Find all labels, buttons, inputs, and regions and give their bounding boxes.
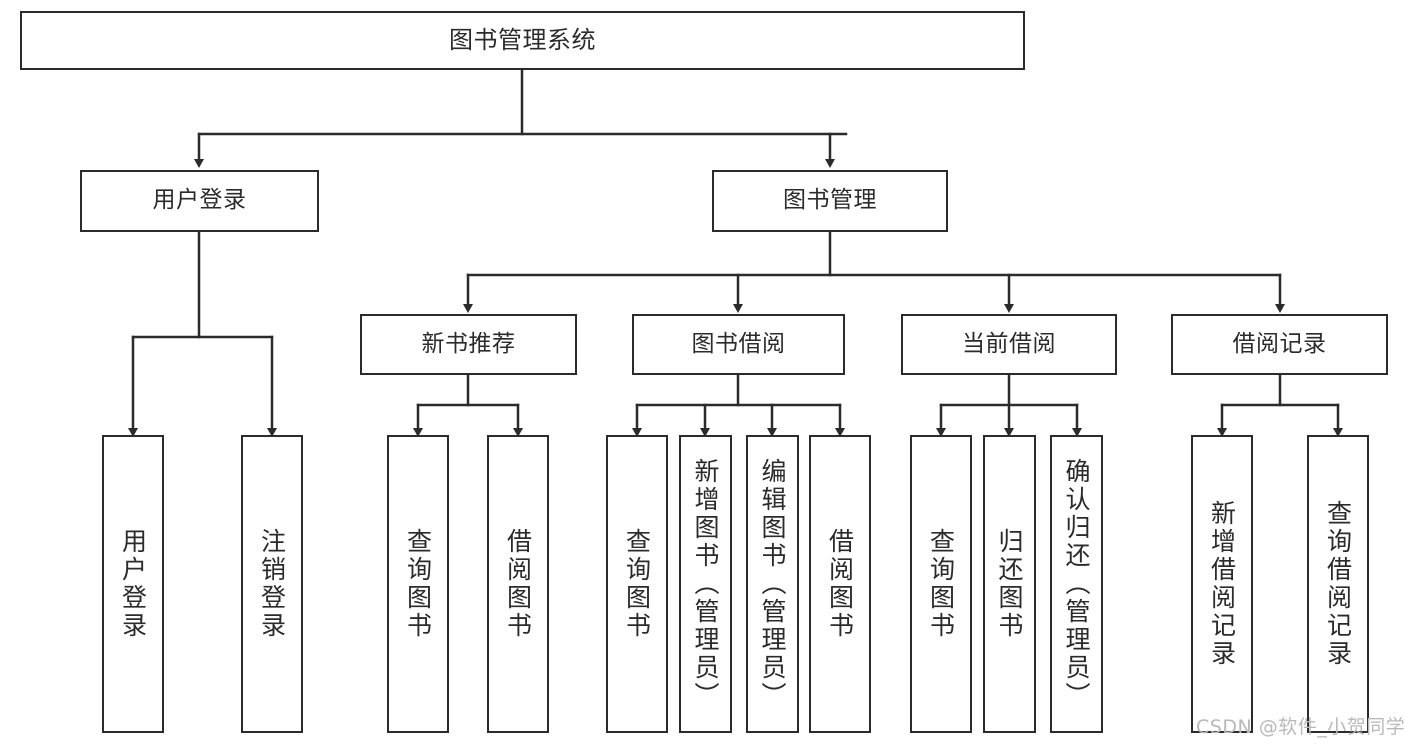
watermark: CSDN @软件_小贺同学 <box>1196 716 1405 738</box>
node-label: 图书管理 <box>783 187 877 214</box>
node-current-borrow[interactable]: 当前借阅 <box>901 314 1117 375</box>
node-label: 归还图书 <box>995 528 1024 640</box>
node-book-management[interactable]: 图书管理 <box>712 170 948 232</box>
node-label: 查询图书 <box>403 528 433 640</box>
node-leaf-query-book-borrow[interactable]: 查询图书 <box>606 435 668 733</box>
node-label: 编辑图书（管理员） <box>758 458 787 710</box>
node-borrow-record[interactable]: 借阅记录 <box>1171 314 1388 375</box>
node-book-borrow[interactable]: 图书借阅 <box>632 314 845 375</box>
node-leaf-edit-book-admin[interactable]: 编辑图书（管理员） <box>746 435 799 733</box>
node-leaf-logout[interactable]: 注销登录 <box>241 435 303 733</box>
node-leaf-query-book-recommend[interactable]: 查询图书 <box>387 435 449 733</box>
node-leaf-confirm-return-admin[interactable]: 确认归还（管理员） <box>1050 435 1103 733</box>
node-label: 图书借阅 <box>691 330 786 357</box>
node-leaf-add-book-admin[interactable]: 新增图书（管理员） <box>679 435 732 733</box>
node-leaf-add-borrow-record[interactable]: 新增借阅记录 <box>1191 435 1253 733</box>
node-label: 新增图书（管理员） <box>691 458 720 710</box>
node-user-login[interactable]: 用户登录 <box>80 170 319 232</box>
node-label: 图书管理系统 <box>449 26 596 55</box>
node-label: 新书推荐 <box>421 330 516 357</box>
node-label: 查询图书 <box>622 528 652 640</box>
node-root-book-management-system[interactable]: 图书管理系统 <box>20 11 1025 70</box>
node-label: 用户登录 <box>118 528 148 640</box>
node-leaf-borrow-book-recommend[interactable]: 借阅图书 <box>487 435 549 733</box>
node-label: 注销登录 <box>257 528 287 640</box>
node-label: 借阅记录 <box>1232 330 1327 357</box>
node-label: 新增借阅记录 <box>1207 500 1237 668</box>
node-leaf-user-login[interactable]: 用户登录 <box>102 435 164 733</box>
node-label: 查询图书 <box>926 528 956 640</box>
node-label: 借阅图书 <box>503 528 533 640</box>
node-leaf-borrow-book-borrow[interactable]: 借阅图书 <box>809 435 871 733</box>
node-leaf-query-book-current[interactable]: 查询图书 <box>910 435 972 733</box>
node-new-book-recommend[interactable]: 新书推荐 <box>360 314 577 375</box>
node-label: 用户登录 <box>152 187 247 214</box>
node-leaf-query-borrow-record[interactable]: 查询借阅记录 <box>1307 435 1369 733</box>
node-label: 查询借阅记录 <box>1323 500 1353 668</box>
node-label: 确认归还（管理员） <box>1062 458 1091 710</box>
node-label: 当前借阅 <box>962 330 1056 357</box>
node-leaf-return-book[interactable]: 归还图书 <box>983 435 1036 733</box>
node-label: 借阅图书 <box>825 528 855 640</box>
